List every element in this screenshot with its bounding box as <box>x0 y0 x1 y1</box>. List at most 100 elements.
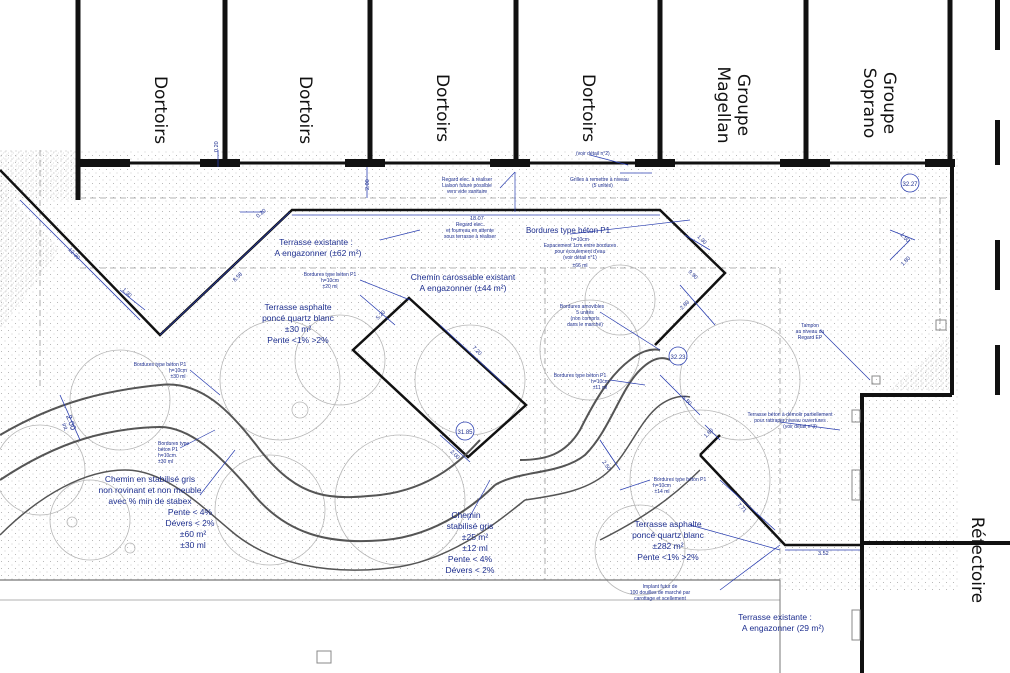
note-bordures-type-1: Bordures type <box>158 441 189 447</box>
terrace-outline <box>0 169 862 547</box>
note-bordures-type-4: ±30 ml <box>158 459 173 465</box>
building-top <box>75 0 1010 673</box>
note-tampon-1: Tampon <box>801 323 819 329</box>
note-amovibles-1: Bordures amovibles <box>560 304 605 310</box>
note-regard2-3: sous terrasse à réaliser <box>444 234 496 240</box>
note-terrasse-asphalte1-3: ±30 m² <box>285 324 312 334</box>
trees <box>0 264 801 596</box>
note-chemin-gris-3: avec % min de stabex <box>108 496 192 506</box>
paths <box>0 348 781 673</box>
annotations: (voir détail n°2) Grilles à remettre à n… <box>98 151 833 633</box>
note-chemin-stabilise-3: ±25 m² <box>462 532 489 542</box>
note-grilles-1: Grilles à remettre à niveau <box>570 177 629 183</box>
note-amovibles-3: (non compris <box>571 316 600 322</box>
dim-2-00-a: 2.00 <box>365 179 371 190</box>
room-groupe-soprano-1: Groupe <box>879 72 899 134</box>
level-markers: 32.27 31.85 32.23 <box>455 173 920 441</box>
room-groupe-soprano-2: Soprano <box>859 68 879 139</box>
note-amovibles-2: 5 unités <box>576 310 594 316</box>
note-chemin-carrossable-2: A engazonner (±44 m²) <box>420 283 507 293</box>
note-terrasse-beton-3: (voir détail n°3) <box>783 424 817 430</box>
level-32-23: 32.23 <box>670 355 686 361</box>
level-31-85: 31.85 <box>457 430 473 436</box>
note-regard2-1: Regard elec. <box>456 222 484 228</box>
note-terrasse-asphalte1-4: Pente <1% >2% <box>267 335 329 345</box>
note-terrasse-existante-2b: A engazonner (29 m²) <box>742 623 824 633</box>
note-chemin-stabilise-4: ±12 ml <box>462 543 488 553</box>
note-bordures-d-1: Bordures type béton P1 <box>654 477 707 483</box>
note-terrasse-existante-2a: Terrasse existante : <box>738 612 812 622</box>
note-bordures-top-5: (voir détail n°1) <box>563 255 597 261</box>
note-bordures-b-1: Bordures type béton P1 <box>554 373 607 379</box>
note-detail-2: (voir détail n°2) <box>576 151 610 157</box>
level-32-27: 32.27 <box>902 182 918 188</box>
room-groupe-magellan-2: Magellan <box>713 67 733 144</box>
note-bordures-d-2: h=10cm <box>653 483 671 489</box>
dim-8-58: 8.58 <box>232 272 244 284</box>
road-area <box>0 580 780 673</box>
note-tampon-2: au niveau du <box>796 329 825 335</box>
dim-1-30-a: 1.30 <box>121 287 133 299</box>
dim-7-20: 7.20 <box>471 345 483 357</box>
room-refectoire: Réfectoire <box>967 517 987 603</box>
note-bordures-c-2: h=10cm <box>169 368 187 374</box>
note-chemin-gris-7: ±30 ml <box>180 540 206 550</box>
note-chemin-stabilise-1: Chemin <box>451 510 481 520</box>
dim-1-30-b: 1.30 <box>696 234 708 246</box>
dim-0-20-b: 0.20 <box>255 208 267 219</box>
note-terrasse-asphalte1-2: poncé quartz blanc <box>262 313 335 323</box>
note-chemin-gris-5: Dévers < 2% <box>166 518 215 528</box>
dim-2-80: 2.80 <box>679 300 691 312</box>
room-labels: Dortoirs Dortoirs Dortoirs Dortoirs Grou… <box>150 67 987 604</box>
note-bordures-c-1: Bordures type béton P1 <box>134 362 187 368</box>
note-regard-1: Regard elec. à réaliser <box>442 177 493 183</box>
dim-1-80-b: 1.80 <box>703 428 715 440</box>
note-terrasse-beton-2: pour rattraper niveau ouvertures <box>754 418 826 424</box>
note-chemin-stabilise-2: stabilisé gris <box>447 521 494 531</box>
note-chemin-stabilise-6: Dévers < 2% <box>446 565 495 575</box>
room-dortoirs-1: Dortoirs <box>150 76 170 144</box>
note-implant-1: Implant futur de <box>643 584 678 590</box>
note-bordures-a-3: ±20 ml <box>323 284 338 290</box>
dim-5-50: 5.50 <box>681 395 693 407</box>
note-regard2-2: et fourreau en attente <box>446 228 494 234</box>
gravel-edge <box>0 185 60 330</box>
note-terrasse-asphalte2-2: poncé quartz blanc <box>632 530 705 540</box>
dim-1-80: 1.80 <box>900 256 912 268</box>
note-bordures-type-2: béton P1 <box>158 447 178 453</box>
dim-2-50: 2.50 <box>600 460 611 472</box>
note-terrasse-beton-1: Terrasse béton à démolir partiellement <box>747 412 833 418</box>
room-dortoirs-3: Dortoirs <box>432 74 452 142</box>
note-chemin-gris-2: non rovinant et non meuble <box>98 485 201 495</box>
note-bordures-b-2: h=10cm <box>591 379 609 385</box>
gravel-corner <box>890 335 950 390</box>
room-dortoirs-4: Dortoirs <box>578 74 598 142</box>
note-bordures-top-3: Espacement 1cm entre bordures <box>544 243 617 249</box>
note-bordures-b-3: ±11 ml <box>593 385 608 391</box>
note-terrasse-asphalte2-1: Terrasse asphalte <box>634 519 701 529</box>
dim-7-71: 7.71 <box>736 502 748 514</box>
note-bordures-type-3: h=10cm <box>158 453 176 459</box>
note-chemin-gris-1: Chemin en stabilisé gris <box>105 474 195 484</box>
note-bordures-a-1: Bordures type béton P1 <box>304 272 357 278</box>
note-terrasse-existante-1a: Terrasse existante : <box>279 237 353 247</box>
note-chemin-gris-4: Pente < 4% <box>168 507 213 517</box>
note-terrasse-existante-1b: A engazonner (±62 m²) <box>275 248 362 258</box>
note-terrasse-asphalte1-1: Terrasse asphalte <box>264 302 331 312</box>
room-dortoirs-2: Dortoirs <box>295 76 315 144</box>
room-groupe-magellan-1: Groupe <box>733 74 753 136</box>
note-bordures-top-2: h=10cm <box>571 237 589 243</box>
note-bordures-d-3: ±14 ml <box>655 489 670 495</box>
fixtures <box>316 319 947 664</box>
note-bordures-top-4: pour écoulement d'eau <box>555 249 606 255</box>
dim-2-00-c-int: int. <box>60 423 68 433</box>
note-regard-2: Liaison future possible <box>442 183 492 189</box>
dim-5-20: 5.20 <box>375 310 387 322</box>
note-terrasse-asphalte2-3: ±282 m² <box>652 541 683 551</box>
note-bordures-a-2: h=10cm <box>321 278 339 284</box>
note-grilles-2: (5 unités) <box>592 183 613 189</box>
note-regard-3: vers vide sanitaire <box>447 189 488 195</box>
note-tampon-3: Regard EP <box>798 335 823 341</box>
dim-1-50: 1.50 <box>899 232 911 244</box>
